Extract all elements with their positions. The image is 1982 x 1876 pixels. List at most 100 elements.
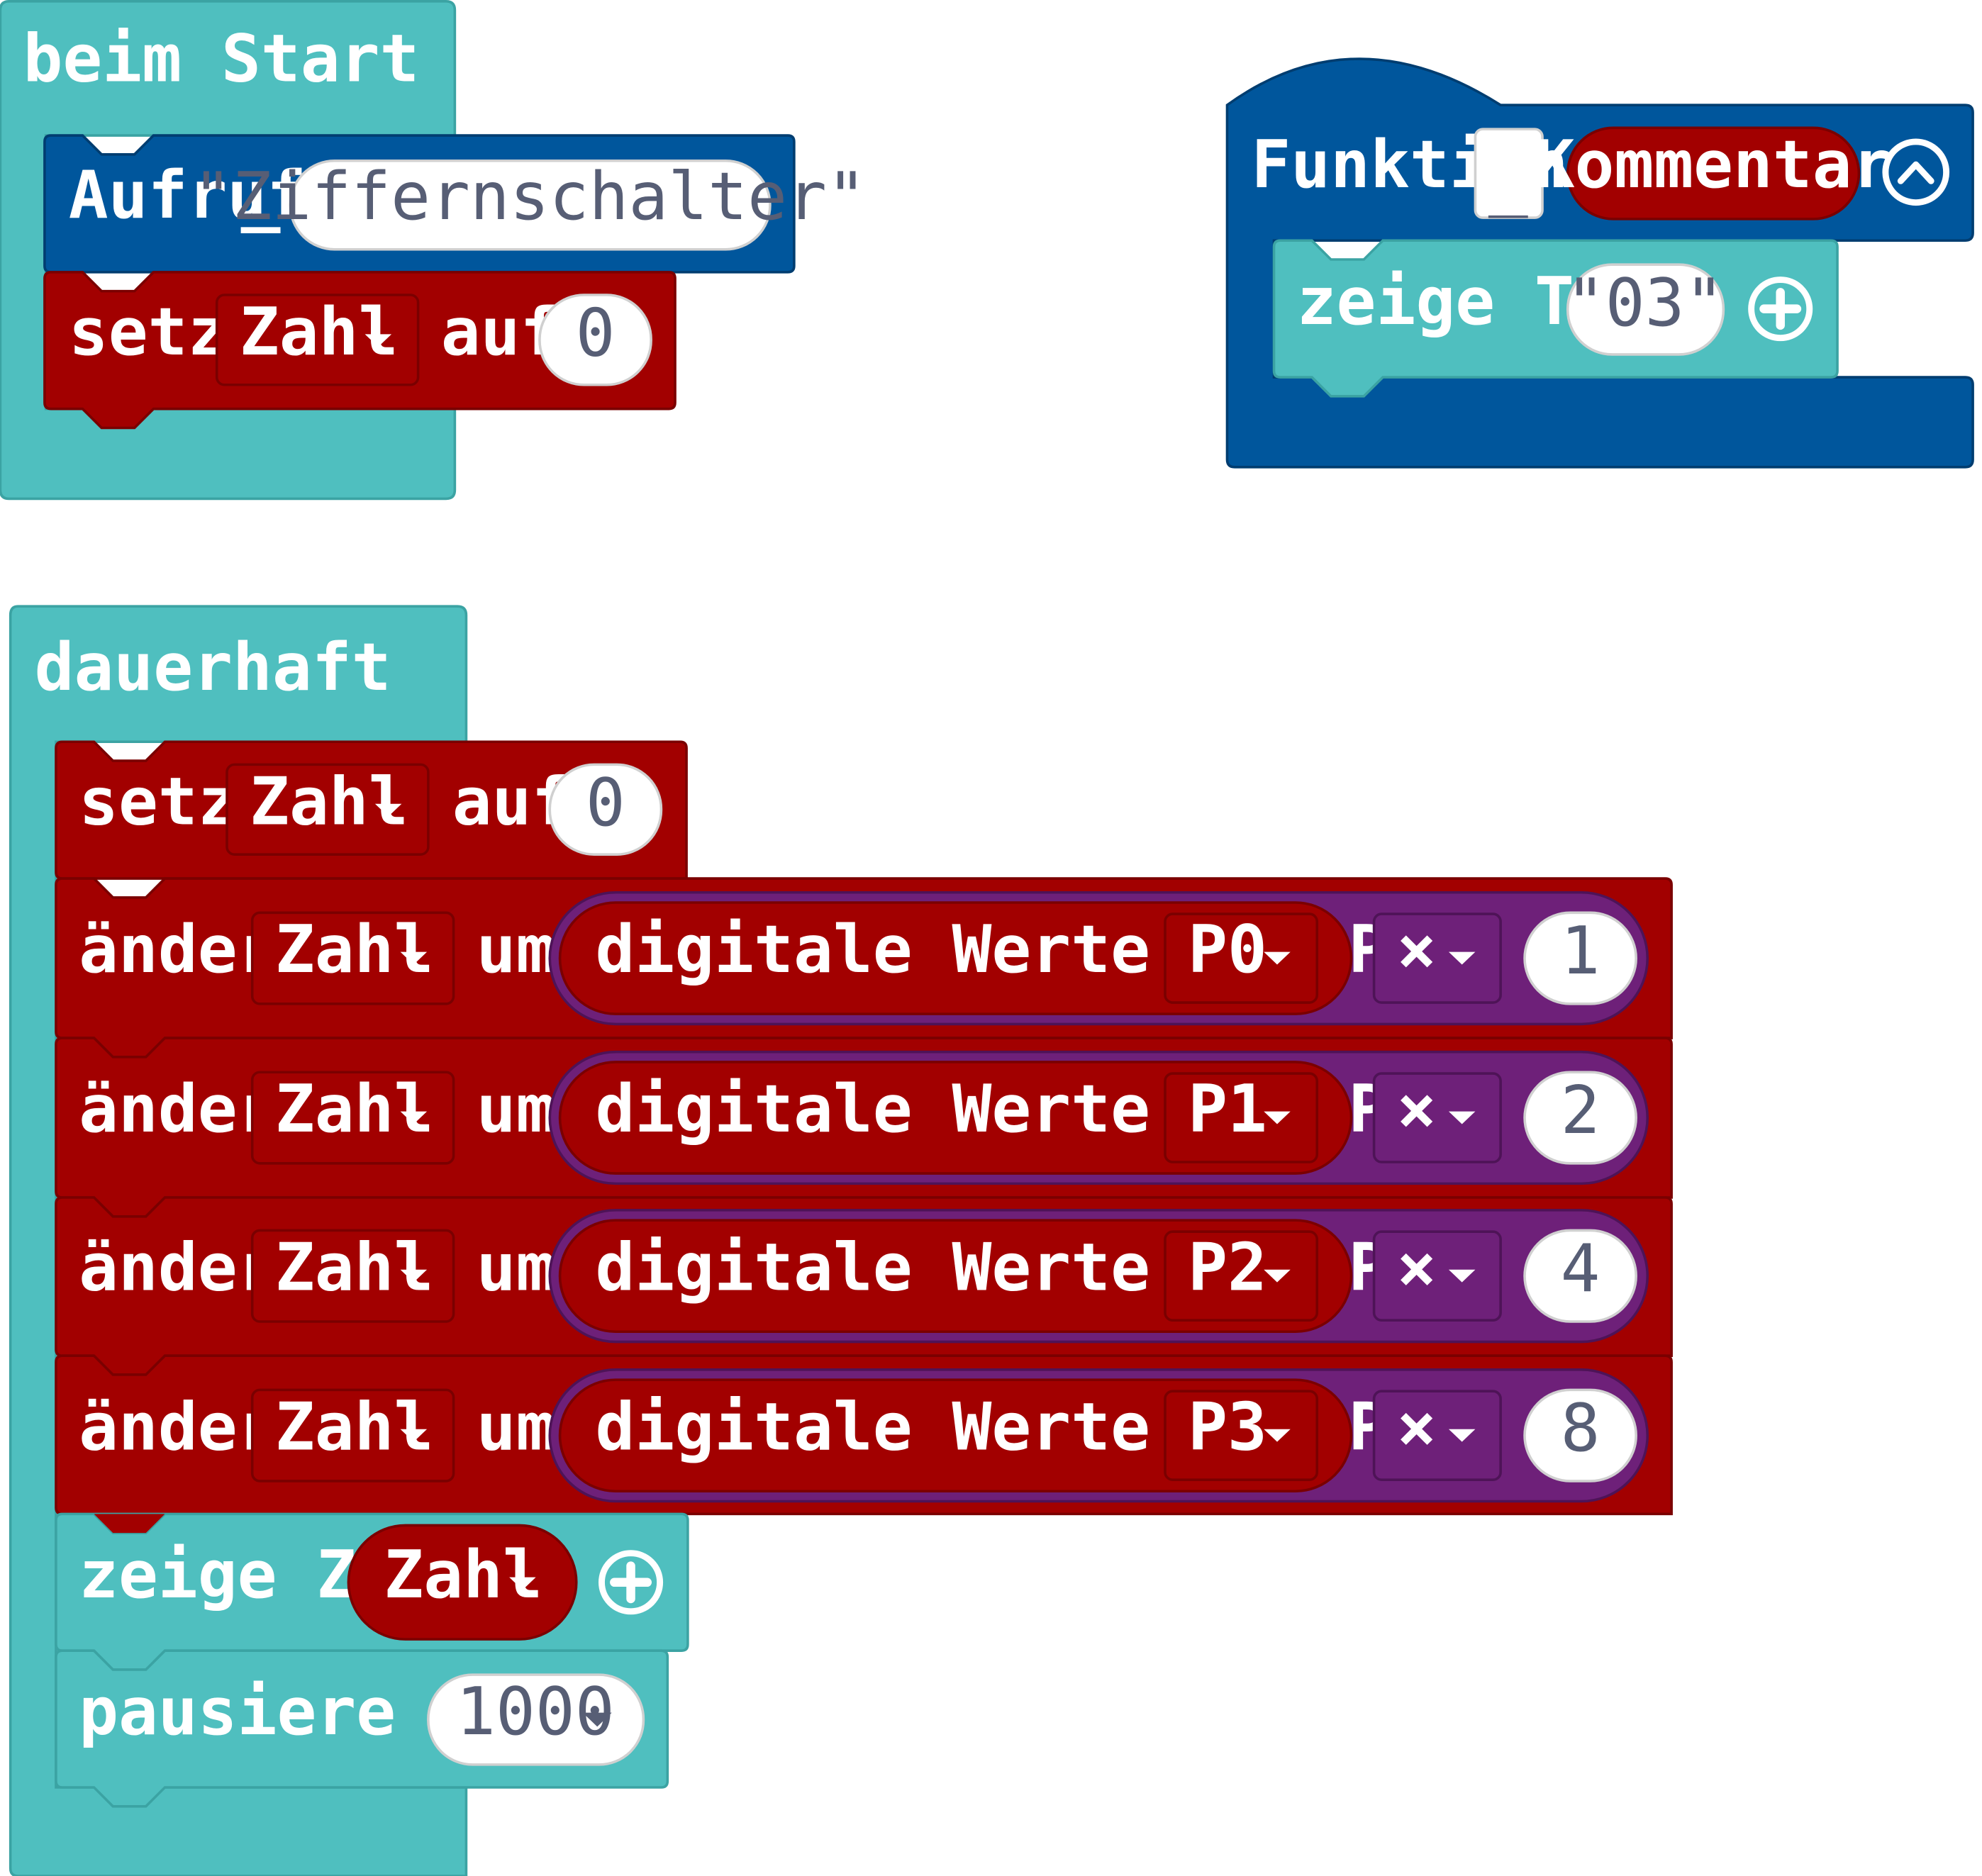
chevron-down-icon xyxy=(400,951,428,965)
chevron-down-icon xyxy=(1448,1429,1476,1442)
pause-duration-value: 1000 xyxy=(456,1673,615,1750)
multiply-reporter[interactable]: digitale Werte von Pin P3 × 8 xyxy=(548,1368,1649,1503)
show-string-value: "03" xyxy=(1566,264,1725,341)
variable-name: Zahl xyxy=(275,1388,434,1465)
pin-dropdown[interactable]: P2 xyxy=(1164,1229,1319,1322)
show-string-block[interactable]: zeige Text "03" xyxy=(1272,239,1839,398)
change-variable-block[interactable]: ändere Zahl um digitale Werte von Pin P3… xyxy=(55,1354,1673,1534)
change-variable-block[interactable]: ändere Zahl um digitale Werte von Pin P0… xyxy=(55,877,1673,1059)
chevron-down-icon xyxy=(1264,951,1291,965)
reporter-label: digitale Werte von Pin xyxy=(596,1229,1468,1305)
multiplier-value: 1 xyxy=(1561,912,1600,989)
function-name-field[interactable]: _ xyxy=(1474,128,1544,219)
chevron-down-icon xyxy=(400,1429,428,1442)
variable-reporter-dropdown[interactable]: Zahl xyxy=(347,1524,578,1641)
show-string-value-field[interactable]: "03" xyxy=(1566,263,1725,356)
digital-read-pin-reporter[interactable]: digitale Werte von Pin P2 xyxy=(558,1219,1468,1334)
pin-dropdown[interactable]: P1 xyxy=(1164,1071,1319,1163)
operator-text: × xyxy=(1397,1229,1437,1305)
function-definition-block[interactable]: Funktion _ Kommentar xyxy=(1225,57,1974,469)
variable-dropdown[interactable]: Zahl xyxy=(250,1388,455,1483)
multiply-reporter[interactable]: digitale Werte von Pin P2 × 4 xyxy=(548,1209,1649,1344)
pin-name: P0 xyxy=(1188,911,1267,988)
multiplier-field[interactable]: 2 xyxy=(1523,1071,1637,1165)
multiplier-value: 8 xyxy=(1561,1390,1600,1466)
on-start-block[interactable]: beim Start xyxy=(0,0,457,501)
variable-dropdown[interactable]: Zahl xyxy=(226,763,430,856)
operator-text: × xyxy=(1397,1388,1437,1465)
variable-dropdown[interactable]: Zahl xyxy=(215,294,420,386)
multiply-reporter[interactable]: digitale Werte von Pin P0 × 1 xyxy=(548,890,1649,1026)
operator-text: × xyxy=(1397,1071,1437,1147)
change-variable-block[interactable]: ändere Zahl um digitale Werte von Pin P1… xyxy=(55,1037,1673,1218)
pin-name: P2 xyxy=(1188,1229,1267,1305)
set-variable-block-start[interactable]: setze Zahl auf 0 xyxy=(43,271,677,430)
call-function-block[interactable]: Aufruf _ "Ziffernschalter" xyxy=(43,134,867,274)
by-label: um xyxy=(477,1388,556,1465)
operator-dropdown[interactable]: × xyxy=(1372,1071,1502,1163)
pin-dropdown[interactable]: P3 xyxy=(1164,1388,1319,1481)
chevron-down-icon xyxy=(374,803,402,817)
value-field[interactable]: 0 xyxy=(538,294,652,386)
operator-dropdown[interactable]: × xyxy=(1372,1229,1502,1322)
on-start-label: beim Start xyxy=(23,20,420,96)
chevron-down-icon xyxy=(1448,1111,1476,1124)
call-label: Aufruf xyxy=(69,157,306,233)
chevron-down-icon xyxy=(1448,951,1476,965)
multiplier-field[interactable]: 8 xyxy=(1523,1388,1637,1483)
variable-dropdown[interactable]: Zahl xyxy=(250,1071,455,1165)
call-arg-text: "Ziffernschalter" xyxy=(193,158,867,235)
operator-dropdown[interactable]: × xyxy=(1372,911,1502,1004)
call-arg-field[interactable]: "Ziffernschalter" xyxy=(193,158,867,251)
digital-read-pin-reporter[interactable]: digitale Werte von Pin P0 xyxy=(558,901,1468,1015)
digital-read-pin-reporter[interactable]: digitale Werte von Pin P3 xyxy=(558,1378,1468,1493)
pause-block[interactable]: pausiere (ms) 1000 xyxy=(55,1649,669,1808)
chevron-down-icon xyxy=(400,1111,428,1124)
variable-dropdown[interactable]: Zahl xyxy=(250,911,455,1005)
chevron-down-icon xyxy=(1264,1429,1291,1442)
value-text: 0 xyxy=(576,295,616,372)
operator-text: × xyxy=(1397,911,1437,988)
variable-name: Zahl xyxy=(250,763,408,839)
value-text: 0 xyxy=(586,764,625,841)
chevron-down-icon xyxy=(509,1577,536,1590)
function-name-text: _ xyxy=(1488,142,1528,218)
function-param-text: Kommentar xyxy=(1535,126,1892,203)
chevron-down-icon xyxy=(1448,1269,1476,1283)
digital-read-pin-reporter[interactable]: digitale Werte von Pin P1 xyxy=(558,1061,1468,1175)
variable-name: Zahl xyxy=(384,1536,542,1613)
multiplier-field[interactable]: 1 xyxy=(1523,911,1637,1005)
plus-circle-icon[interactable] xyxy=(599,1550,664,1615)
set-variable-block-forever[interactable]: setze Zahl auf 0 xyxy=(55,740,688,880)
reporter-label: digitale Werte von Pin xyxy=(596,911,1468,988)
forever-label: dauerhaft xyxy=(35,629,391,705)
chevron-down-icon xyxy=(364,334,392,347)
plus-circle-icon[interactable] xyxy=(1748,277,1813,342)
by-label: um xyxy=(477,1229,556,1305)
chevron-down-icon xyxy=(400,1269,428,1283)
reporter-label: digitale Werte von Pin xyxy=(596,1071,1468,1147)
reporter-label: digitale Werte von Pin xyxy=(596,1388,1468,1465)
operator-dropdown[interactable]: × xyxy=(1372,1388,1502,1481)
variable-name: Zahl xyxy=(275,1071,434,1147)
chevron-down-icon xyxy=(1264,1111,1291,1124)
multiply-reporter[interactable]: digitale Werte von Pin P1 × 2 xyxy=(548,1050,1649,1185)
variable-dropdown[interactable]: Zahl xyxy=(250,1229,455,1323)
show-number-block[interactable]: zeige Zahl Zahl xyxy=(55,1512,689,1671)
pin-dropdown[interactable]: P0 xyxy=(1164,911,1319,1004)
value-field[interactable]: 0 xyxy=(548,763,663,856)
multiplier-value: 2 xyxy=(1561,1072,1600,1149)
pin-name: P3 xyxy=(1188,1388,1267,1465)
function-param-reporter[interactable]: Kommentar xyxy=(1535,126,1892,220)
pin-name: P1 xyxy=(1188,1071,1267,1147)
multiplier-field[interactable]: 4 xyxy=(1523,1229,1637,1323)
pause-duration-dropdown[interactable]: 1000 xyxy=(427,1673,645,1766)
chevron-up-circle-icon[interactable] xyxy=(1882,138,1950,206)
change-variable-block[interactable]: ändere Zahl um digitale Werte von Pin P2… xyxy=(55,1196,1673,1376)
by-label: um xyxy=(477,1071,556,1147)
by-label: um xyxy=(477,911,556,988)
chevron-down-icon xyxy=(582,1712,612,1727)
variable-name: Zahl xyxy=(240,294,399,370)
variable-name: Zahl xyxy=(275,911,434,988)
